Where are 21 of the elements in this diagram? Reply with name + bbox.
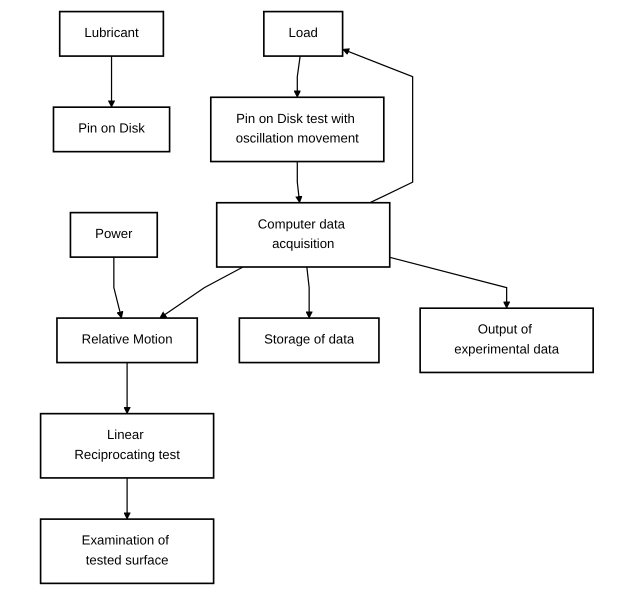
arrow bbox=[124, 362, 131, 414]
node-box: Computer data acquisition bbox=[216, 202, 391, 268]
arrow bbox=[294, 56, 302, 98]
arrow bbox=[108, 56, 116, 108]
node-box: Pin on Disk bbox=[52, 106, 171, 152]
arrow bbox=[306, 266, 313, 318]
node-box: Power bbox=[70, 212, 158, 258]
arrow bbox=[160, 266, 244, 318]
node-box: Linear Reciprocating test bbox=[40, 412, 215, 479]
node-box: Relative Motion bbox=[56, 317, 198, 364]
node-box: Examination of tested surface bbox=[40, 518, 215, 584]
node-box: Pin on Disk test with oscillation movement bbox=[210, 96, 385, 162]
node-box: Load bbox=[263, 10, 344, 57]
arrow bbox=[295, 162, 303, 204]
arrow bbox=[342, 48, 414, 204]
arrow bbox=[390, 256, 510, 309]
arrow bbox=[113, 257, 124, 318]
node-box: Storage of data bbox=[238, 317, 380, 364]
node-box: Output of experimental data bbox=[419, 307, 594, 374]
arrow bbox=[124, 478, 131, 520]
node-box: Lubricant bbox=[59, 10, 164, 57]
